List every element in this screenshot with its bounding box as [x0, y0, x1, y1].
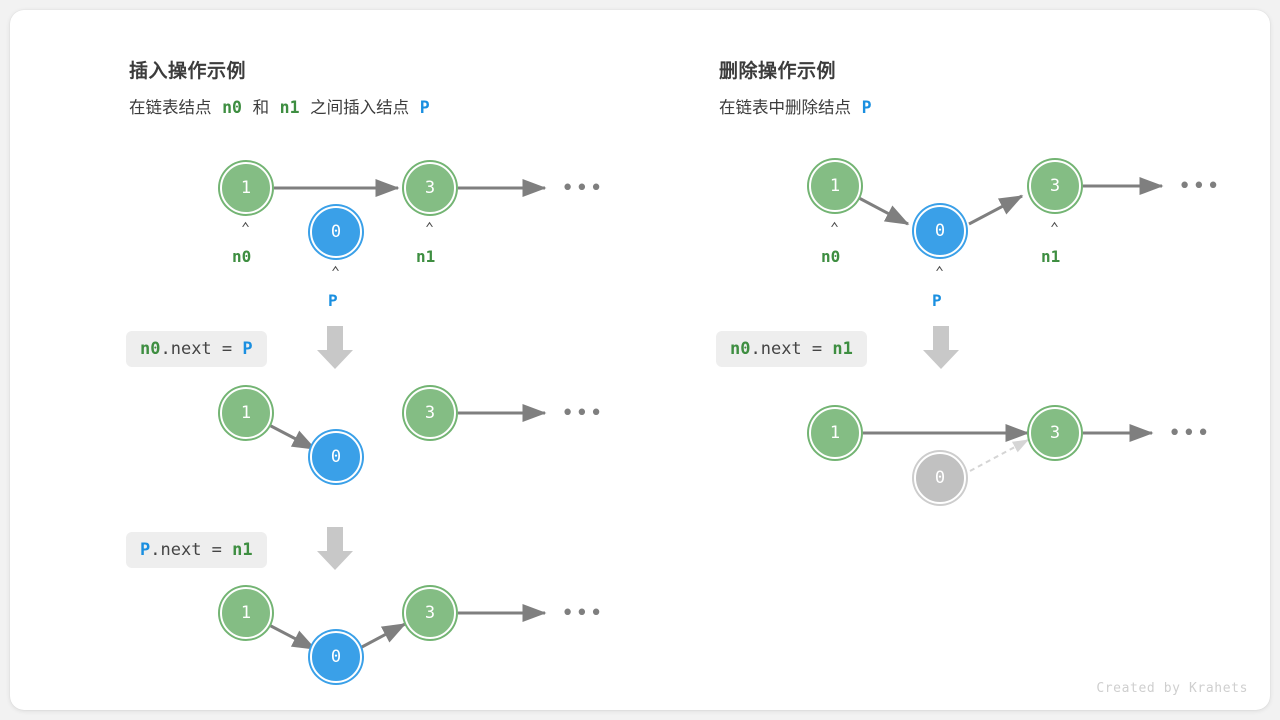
insert-down-arrow-2	[317, 527, 353, 570]
delete-row2-node-0-removed: 0	[914, 452, 966, 504]
delete-subtitle-text-1: 在链表中删除结点	[719, 99, 851, 117]
insert-subtitle-text-3: 之间插入结点	[310, 99, 410, 117]
credit-text: Created by Krahets	[1096, 681, 1248, 696]
panel-delete: 删除操作示例 在链表中删除结点 P 1 0 3	[640, 10, 1270, 710]
delete-down-arrow-1	[923, 326, 959, 369]
insert-code-pill-2: P.next = n1	[126, 532, 267, 568]
insert-row1-node-1: 1	[220, 162, 272, 214]
insert-subtitle-text-2: 和	[252, 99, 270, 117]
delete-row1-caret-n0: ⌃	[830, 219, 840, 237]
insert-subtitle-text-1: 在链表结点	[129, 99, 212, 117]
node-value: 3	[424, 603, 436, 623]
code-var-1: n0	[730, 339, 751, 359]
node-value: 0	[330, 647, 342, 667]
node-value: 3	[424, 403, 436, 423]
insert-row1-caret-n0: ⌃	[241, 219, 251, 237]
node-value: 0	[330, 222, 342, 242]
delete-row1-label-n0: n0	[821, 247, 841, 266]
code-var-2: P	[242, 339, 253, 359]
delete-row1-node-3: 3	[1029, 160, 1081, 212]
node-value: 0	[934, 221, 946, 241]
insert-subtitle-token-p: P	[419, 98, 430, 117]
code-middle: .next =	[160, 339, 243, 359]
panel-insert: 插入操作示例 在链表结点 n0 和 n1 之间插入结点 P 1 0 3	[10, 10, 640, 710]
insert-row1-label-p: P	[328, 291, 338, 310]
node-value: 0	[330, 447, 342, 467]
delete-row1-label-n1: n1	[1041, 247, 1061, 266]
delete-row2-node-1: 1	[809, 407, 861, 459]
insert-panel-title: 插入操作示例	[129, 61, 247, 82]
node-value: 3	[1049, 423, 1061, 443]
delete-row1-node-0: 0	[914, 205, 966, 257]
insert-row3-node-0: 0	[310, 631, 362, 683]
delete-subtitle-token-p: P	[861, 98, 872, 117]
insert-row2-node-0: 0	[310, 431, 362, 483]
insert-subtitle-token-n0: n0	[222, 98, 242, 117]
code-var-1: P	[140, 540, 151, 560]
insert-row2-node-3: 3	[404, 387, 456, 439]
code-var-1: n0	[140, 339, 161, 359]
delete-row2-node-3: 3	[1029, 407, 1081, 459]
node-value: 1	[829, 176, 841, 196]
delete-row2-connectors	[863, 424, 1154, 472]
delete-row1-caret-n1: ⌃	[1050, 219, 1060, 237]
insert-row1-label-n1: n1	[416, 247, 436, 266]
insert-row1-label-n0: n0	[232, 247, 252, 266]
code-middle: .next =	[750, 339, 833, 359]
insert-subtitle-token-n1: n1	[279, 98, 300, 117]
code-middle: .next =	[150, 540, 233, 560]
node-value: 1	[240, 178, 252, 198]
insert-row1-caret-p: ⌃	[331, 263, 341, 281]
insert-row2-node-1: 1	[220, 387, 272, 439]
node-value: 0	[934, 468, 946, 488]
node-value: 3	[1049, 176, 1061, 196]
node-value: 1	[240, 403, 252, 423]
insert-code-pill-1: n0.next = P	[126, 331, 267, 367]
delete-panel-subtitle: 在链表中删除结点 P	[719, 94, 872, 118]
node-value: 1	[829, 423, 841, 443]
delete-row1-node-1: 1	[809, 160, 861, 212]
insert-row1-caret-n1: ⌃	[425, 219, 435, 237]
delete-row1-label-p: P	[932, 291, 942, 310]
insert-row3-ellipsis: •••	[561, 601, 604, 626]
diagram-card: 插入操作示例 在链表结点 n0 和 n1 之间插入结点 P 1 0 3	[10, 10, 1270, 710]
delete-row1-caret-p: ⌃	[935, 263, 945, 281]
insert-row3-node-3: 3	[404, 587, 456, 639]
delete-code-pill-1: n0.next = n1	[716, 331, 867, 367]
node-value: 3	[424, 178, 436, 198]
insert-row1-node-0: 0	[310, 206, 362, 258]
insert-row2-connectors	[268, 404, 547, 451]
insert-row3-node-1: 1	[220, 587, 272, 639]
delete-row2-ellipsis: •••	[1168, 421, 1211, 446]
insert-row2-ellipsis: •••	[561, 401, 604, 426]
insert-panel-subtitle: 在链表结点 n0 和 n1 之间插入结点 P	[129, 94, 430, 118]
insert-down-arrow-1	[317, 326, 353, 369]
delete-row1-ellipsis: •••	[1178, 174, 1221, 199]
code-var-2: n1	[832, 339, 853, 359]
insert-row1-ellipsis: •••	[561, 176, 604, 201]
insert-row1-connectors	[274, 179, 547, 197]
delete-panel-title: 删除操作示例	[719, 61, 837, 82]
delete-row1-connectors	[858, 177, 1164, 226]
insert-row1-node-3: 3	[404, 162, 456, 214]
code-var-2: n1	[232, 540, 253, 560]
insert-row3-connectors	[268, 604, 547, 651]
node-value: 1	[240, 603, 252, 623]
